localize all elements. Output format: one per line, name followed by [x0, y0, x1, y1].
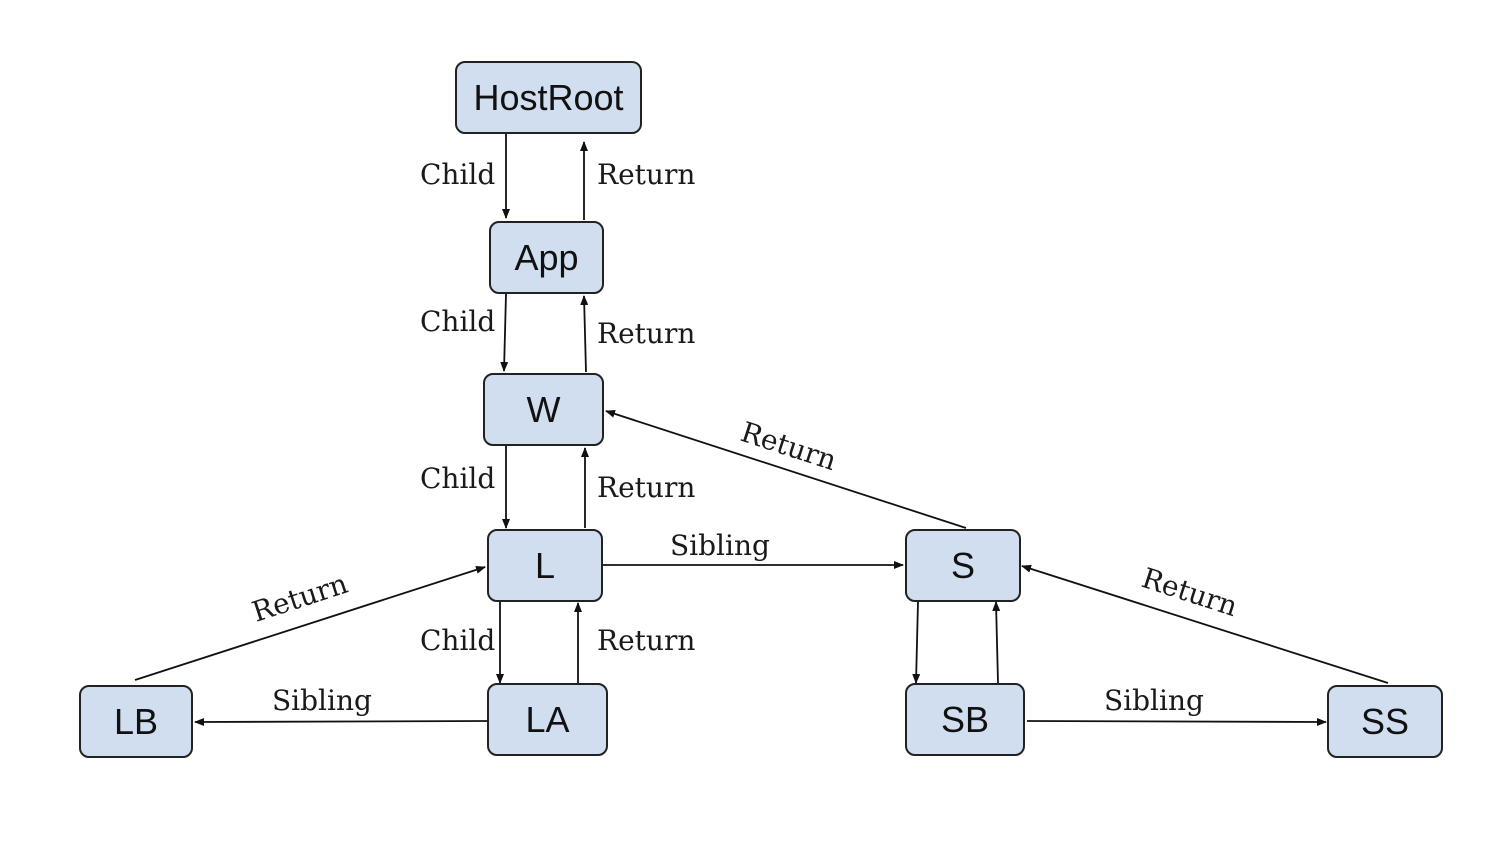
node-app: App: [489, 221, 604, 294]
node-lb: LB: [79, 685, 193, 758]
node-s: S: [905, 529, 1021, 602]
label-l-la-child: Child: [420, 624, 495, 657]
edge-app-w-child: [500, 293, 509, 372]
node-sb: SB: [905, 683, 1025, 756]
node-s-label: S: [950, 544, 975, 586]
label-app-hostroot-return: Return: [597, 158, 695, 191]
label-w-app-return: Return: [597, 317, 695, 350]
node-l: L: [487, 529, 603, 602]
edge-w-app-return: [580, 295, 589, 373]
edge-lb-l-return: [134, 565, 486, 681]
node-lb-label: LB: [113, 700, 159, 742]
node-app-label: App: [514, 236, 579, 278]
node-l-label: L: [534, 544, 556, 586]
label-la-l-return: Return: [597, 624, 695, 657]
edge-sb-ss-sibling: [1026, 717, 1327, 726]
label-s-w-return: Return: [737, 415, 841, 477]
label-l-s-sibling: Sibling: [670, 529, 770, 562]
label-app-w-child: Child: [420, 305, 495, 338]
node-ss-label: SS: [1360, 700, 1410, 742]
node-w-label: W: [526, 388, 561, 430]
node-hostroot: HostRoot: [455, 61, 642, 134]
node-la-label: LA: [525, 698, 570, 740]
label-hostroot-app-child: Child: [420, 158, 495, 191]
node-hostroot-label: HostRoot: [473, 76, 624, 118]
label-la-lb-sibling: Sibling: [272, 684, 372, 717]
node-w: W: [483, 373, 604, 446]
label-w-l-child: Child: [420, 462, 495, 495]
edge-s-sb-child: [912, 601, 921, 684]
edge-la-lb-sibling: [194, 717, 489, 726]
node-la: LA: [487, 683, 608, 756]
edge-s-w-return: [605, 409, 967, 529]
node-sb-label: SB: [940, 698, 990, 740]
label-lb-l-return: Return: [248, 567, 352, 629]
label-ss-s-return: Return: [1138, 561, 1242, 623]
node-ss: SS: [1327, 685, 1443, 758]
label-sb-ss-sibling: Sibling: [1104, 684, 1204, 717]
edge-ss-s-return: [1021, 564, 1389, 684]
label-l-w-return: Return: [597, 471, 695, 504]
edge-sb-s-return: [992, 601, 1001, 684]
